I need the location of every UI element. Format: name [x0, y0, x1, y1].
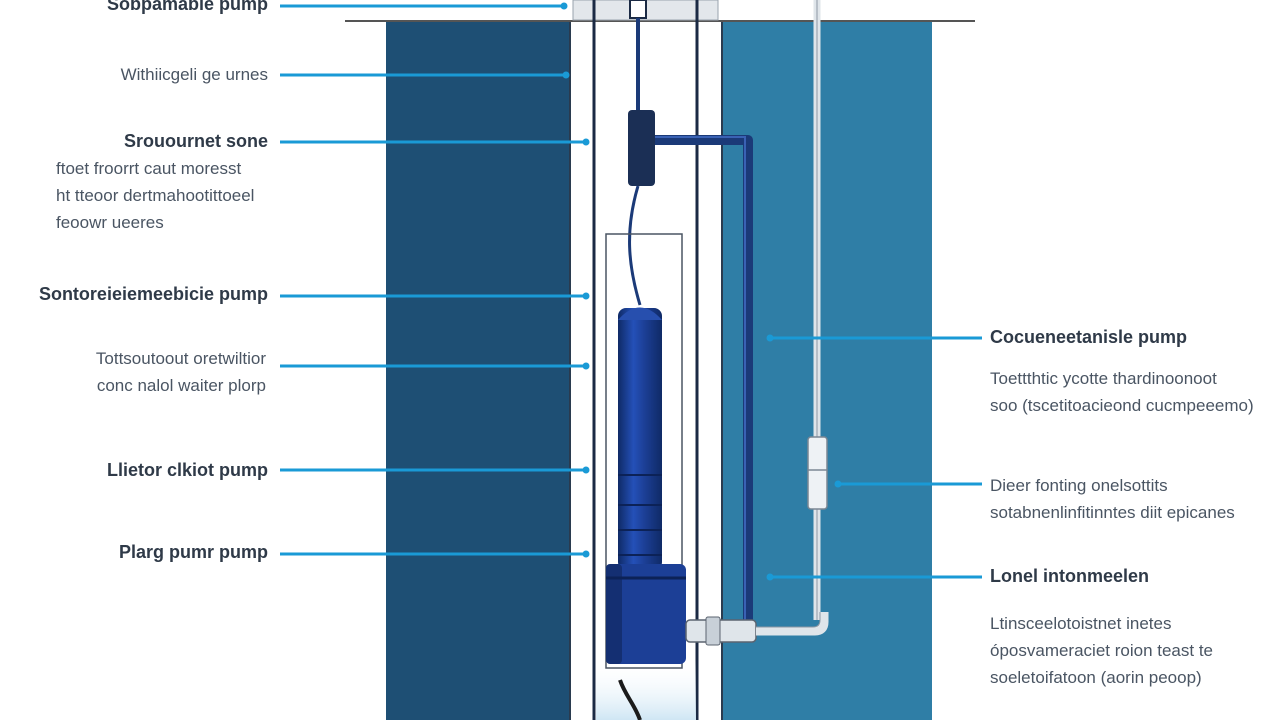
- well-wall-left: [386, 22, 570, 720]
- bottom-cable: [618, 679, 642, 720]
- label-connected-pump-desc: Toettthtic ycotte thardinoonoot soo (tsc…: [990, 365, 1254, 419]
- callout-dot: [560, 2, 568, 10]
- water-column-right: [722, 22, 932, 720]
- delivery-pipe-highlight: [655, 136, 746, 625]
- water-glow: [596, 660, 696, 720]
- callout-dot: [582, 550, 590, 558]
- callouts-left: [280, 4, 586, 556]
- label-electric-pump: Llietor clkiot pump: [106, 460, 268, 480]
- pump-top-cap: [618, 307, 662, 320]
- label-line: Toettthtic ycotte thardinoonoot: [990, 369, 1217, 388]
- label-level-information-title: Lonel intonmeelen: [990, 566, 1150, 586]
- callout-dot: [562, 71, 570, 79]
- callout-dot: [582, 138, 590, 146]
- callouts-right: [770, 336, 982, 579]
- pump-sleeve: [605, 233, 683, 669]
- gauge-icon: [629, 0, 647, 19]
- label-line: sotabnenlinfitinntes diit epicanes: [990, 503, 1235, 522]
- label-line: feoowr ueeres: [56, 213, 164, 232]
- label-line: Withiicgeli ge urnes: [120, 65, 268, 84]
- label-line: óposvameraciet roion teast te: [990, 641, 1214, 660]
- label-line: soeletoifatoon (aorin peoop): [990, 668, 1202, 687]
- label-line: Ltinsceelotoistnet inetes: [990, 614, 1172, 633]
- callout-dot: [582, 292, 590, 300]
- label-line: ht tteoor dertmahootittoeel: [56, 186, 255, 205]
- power-cable: [628, 185, 642, 306]
- label-sensor-zone-title: Srouournet sone: [123, 131, 268, 151]
- pipe-coupling: [807, 436, 828, 510]
- callout-dots-right: [766, 334, 842, 581]
- label-line: conc nalol waiter plorp: [96, 376, 266, 395]
- label-without-grounds: Withiicgeli ge urnes: [121, 61, 268, 88]
- callout-dot: [834, 480, 842, 488]
- elbow-fitting-edge: [756, 612, 821, 628]
- callout-dot: [582, 466, 590, 474]
- label-sensor-zone-desc: ftoet froorrt caut moresst ht tteoor der…: [56, 155, 254, 236]
- valve-icon: [628, 110, 655, 186]
- label-door-fitting: Dieer fonting onelsottits sotabnenlinfit…: [990, 472, 1235, 526]
- label-level-information-desc: Ltinsceelotoistnet inetes óposvameraciet…: [990, 610, 1213, 691]
- label-outlet-water-pump: Tottsoutoout oretwiltior conc nalol wait…: [96, 345, 266, 399]
- bottom-fitting: [685, 619, 757, 643]
- label-line: ftoet froorrt caut moresst: [56, 159, 242, 178]
- elbow-fitting-icon: [756, 612, 829, 636]
- callout-dot: [582, 362, 590, 370]
- label-plug-pump: Plarg pumr pump: [118, 542, 268, 562]
- label-connected-pump-title: Cocueneetanisle pump: [990, 327, 1188, 347]
- callout-dot: [766, 573, 774, 581]
- label-submersible-pump-top: Sobpamabie pump: [106, 0, 268, 14]
- label-submersible-pump-mid: Sontoreieiemeebicie pump: [38, 284, 268, 304]
- delivery-pipe: [655, 135, 753, 625]
- callout-dots-left: [560, 2, 590, 558]
- pump-motor-shade: [606, 564, 622, 664]
- callout-dot: [766, 334, 774, 342]
- label-line: Dieer fonting onelsottits: [990, 476, 1168, 495]
- pump-motor: [606, 564, 686, 664]
- label-line: soo (tscetitoacieond cucmpeeemo): [990, 396, 1254, 415]
- bottom-fitting-nut: [705, 616, 721, 646]
- label-line: Tottsoutoout oretwiltior: [95, 349, 266, 368]
